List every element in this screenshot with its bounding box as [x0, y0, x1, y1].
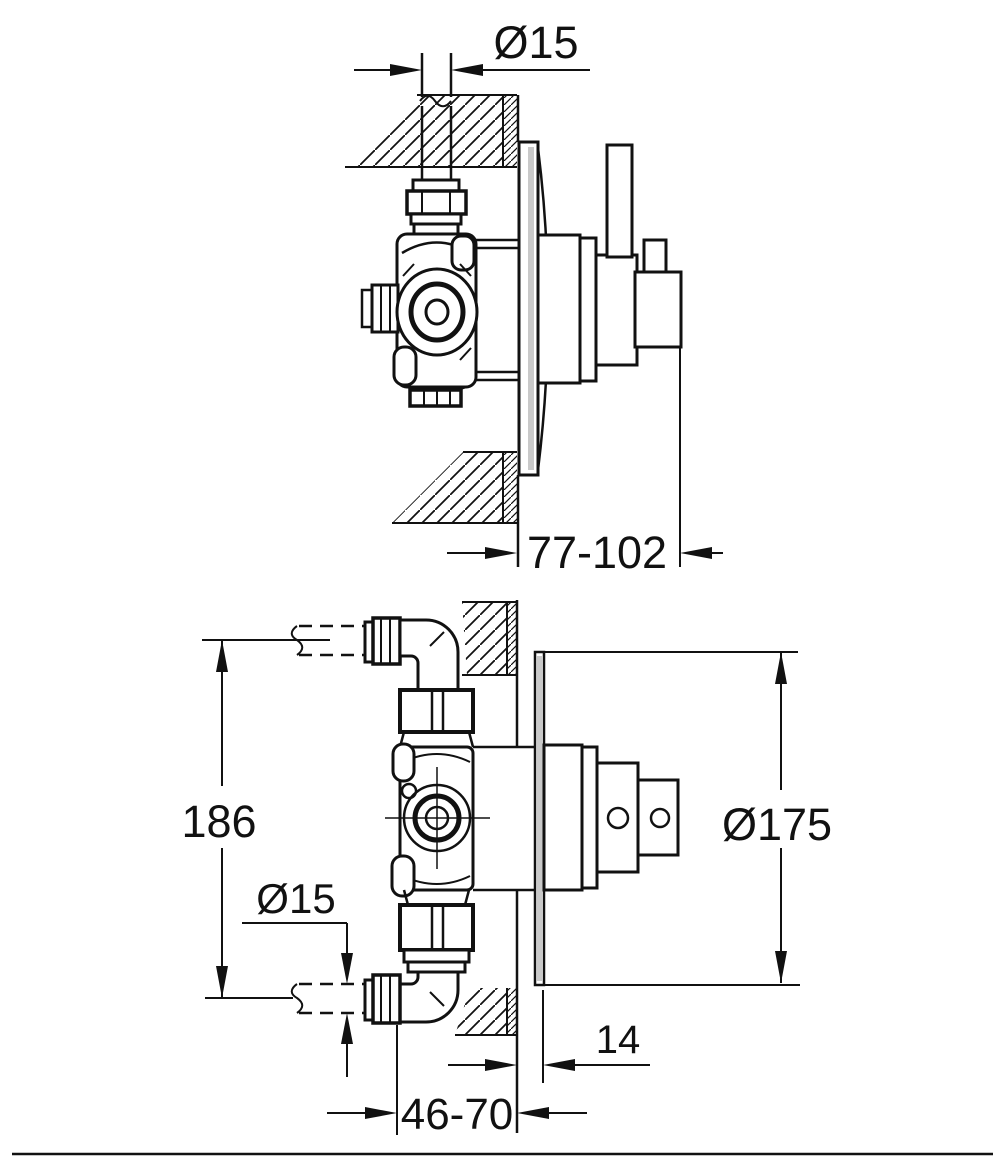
trim-top	[536, 143, 683, 385]
dim-pipe-spacing: 186	[181, 639, 330, 999]
wall-finish-layer-lower	[503, 452, 517, 523]
dim-label-escutcheon-diameter: Ø175	[722, 799, 832, 850]
temp-knob-block	[633, 270, 683, 349]
upper-union-nut	[398, 688, 475, 748]
temp-knob-stub	[642, 238, 668, 274]
wall-hatch-lower	[392, 452, 503, 523]
wall-section-bottom	[455, 600, 519, 1133]
elbow-pipe	[398, 618, 460, 692]
lower-supply-pipe	[290, 982, 365, 1015]
flow-port-ring	[412, 793, 462, 843]
wall-hatch-upper	[345, 95, 503, 167]
dim-label-embed-depth: 46-70	[401, 1090, 514, 1139]
valve-body-bottom	[385, 742, 490, 906]
side-plug-hex	[370, 283, 400, 334]
wall-finish-layer-lower	[507, 988, 517, 1035]
dim-pipe-diameter-bottom: Ø15	[242, 875, 353, 1077]
trim-hub	[536, 233, 582, 385]
check-valve-cap-bottom	[392, 345, 418, 387]
wall-section-top	[345, 94, 520, 567]
lower-elbow-fitting	[363, 970, 460, 1025]
check-valve-cap-top	[450, 234, 476, 272]
elbow-pipe	[398, 970, 460, 1024]
check-valve-cap-bottom	[390, 854, 416, 898]
dim-escutcheon-diameter: Ø175	[540, 651, 832, 986]
cartridge-housing	[594, 253, 639, 367]
knob-hole	[649, 807, 671, 829]
dim-label-pipe-diameter-top: Ø15	[493, 17, 578, 68]
dim-pipe-diameter-top: Ø15	[354, 17, 590, 76]
wall-hatch-upper	[462, 602, 507, 675]
dim-label-pipe-spacing: 186	[181, 796, 256, 847]
pipe-break-mark	[419, 94, 452, 108]
trim-ring	[578, 236, 598, 383]
dim-label-plate-distance: 14	[596, 1018, 641, 1062]
valve-body-top	[360, 232, 519, 408]
dim-plate-distance: 14	[448, 990, 650, 1083]
wall-finish-layer-upper	[507, 602, 517, 675]
lower-union-nut	[398, 903, 475, 974]
check-valve-cap-top	[391, 742, 416, 783]
temp-knob-block	[636, 778, 680, 857]
wall-hatch-lower	[455, 988, 507, 1035]
trim-hub	[542, 743, 584, 892]
dim-projection-depth: 77-102	[447, 347, 723, 578]
trim-bottom	[542, 743, 680, 892]
pipe-break-mark	[290, 983, 304, 1014]
flow-port-inner	[424, 805, 450, 831]
dim-embed-depth: 46-70	[327, 1025, 587, 1139]
dim-label-projection-depth: 77-102	[527, 527, 667, 578]
union-nut	[405, 189, 468, 216]
wall-finish-layer-upper	[503, 95, 517, 167]
upper-elbow-fitting	[363, 616, 460, 692]
escutcheon-top	[517, 140, 550, 477]
outlet-boss-inner	[424, 298, 450, 326]
housing-hole	[606, 806, 630, 830]
cartridge-housing	[595, 761, 640, 874]
top-view: Ø15 77-102	[345, 17, 723, 578]
lever-handle	[605, 143, 634, 259]
valve-assembly-bottom	[290, 616, 490, 1025]
bottom-cap	[408, 388, 463, 408]
bottom-view: 186 Ø15 Ø175 14	[181, 600, 832, 1139]
flow-port-outer	[402, 783, 472, 853]
dim-label-pipe-diameter-bottom: Ø15	[256, 875, 335, 922]
trim-ring	[580, 745, 599, 890]
outlet-boss-ring	[408, 281, 466, 343]
